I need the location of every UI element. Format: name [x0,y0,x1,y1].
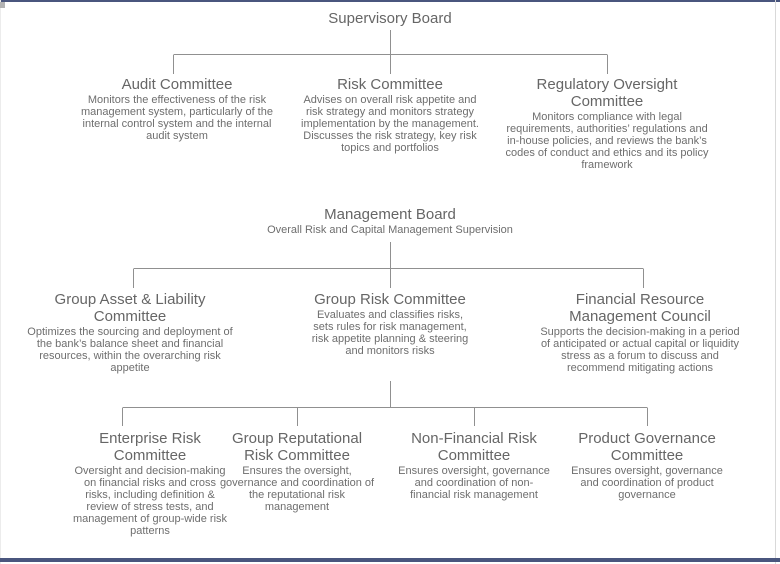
node-title: Financial Resource Management Council [569,291,711,325]
node-enterprise-risk-committee: Enterprise Risk Committee Oversight and … [30,430,270,537]
bottom-accent-bar [0,558,780,562]
node-audit-committee: Audit Committee Monitors the effectivene… [57,76,297,142]
connector-grouprisk-to-level4 [122,381,648,426]
node-description: Ensures oversight, governance and coordi… [398,465,550,501]
node-regulatory-oversight-committee: Regulatory Oversight Committee Monitors … [487,76,727,171]
node-subtitle: Overall Risk and Capital Management Supe… [267,224,513,236]
node-product-governance-committee: Product Governance Committee Ensures ove… [527,430,767,501]
corner-handle-artifact [0,2,5,8]
node-group-asset-liability-committee: Group Asset & Liability Committee Optimi… [10,291,250,374]
node-description: Oversight and decision-making on financi… [72,465,228,537]
node-description: Evaluates and classifies risks, sets rul… [311,309,469,357]
connector-management-to-level3 [133,242,644,288]
node-title: Management Board [324,206,456,223]
node-description: Ensures the oversight, governance and co… [219,465,375,513]
node-description: Monitors compliance with legal requireme… [505,111,709,171]
node-risk-committee: Risk Committee Advises on overall risk a… [270,76,510,154]
node-title: Non-Financial Risk Committee [411,430,537,464]
node-non-financial-risk-committee: Non-Financial Risk Committee Ensures ove… [354,430,594,501]
right-page-edge [775,0,776,564]
node-title: Supervisory Board [328,10,452,27]
node-title: Group Risk Committee [314,291,466,308]
node-title: Risk Committee [337,76,443,93]
node-title: Enterprise Risk Committee [99,430,201,464]
node-description: Ensures oversight, governance and coordi… [571,465,723,501]
node-group-risk-committee: Group Risk Committee Evaluates and class… [270,291,510,357]
node-description: Monitors the effectiveness of the risk m… [81,94,273,142]
left-page-edge [0,0,1,564]
node-supervisory-board: Supervisory Board [270,10,510,27]
node-description: Optimizes the sourcing and deployment of… [27,326,233,374]
connector-supervisory-to-level2 [173,30,608,74]
node-group-reputational-risk-committee: Group Reputational Risk Committee Ensure… [177,430,417,513]
node-title: Product Governance Committee [578,430,716,464]
node-title: Group Reputational Risk Committee [231,430,363,464]
node-financial-resource-management-council: Financial Resource Management Council Su… [520,291,760,374]
node-description: Advises on overall risk appetite and ris… [301,94,479,154]
top-accent-bar [0,0,780,2]
node-title: Regulatory Oversight Committee [536,76,678,110]
node-title: Group Asset & Liability Committee [54,291,206,325]
node-description: Supports the decision-making in a period… [540,326,740,374]
node-management-board: Management Board Overall Risk and Capita… [240,206,540,236]
node-title: Audit Committee [121,76,233,93]
